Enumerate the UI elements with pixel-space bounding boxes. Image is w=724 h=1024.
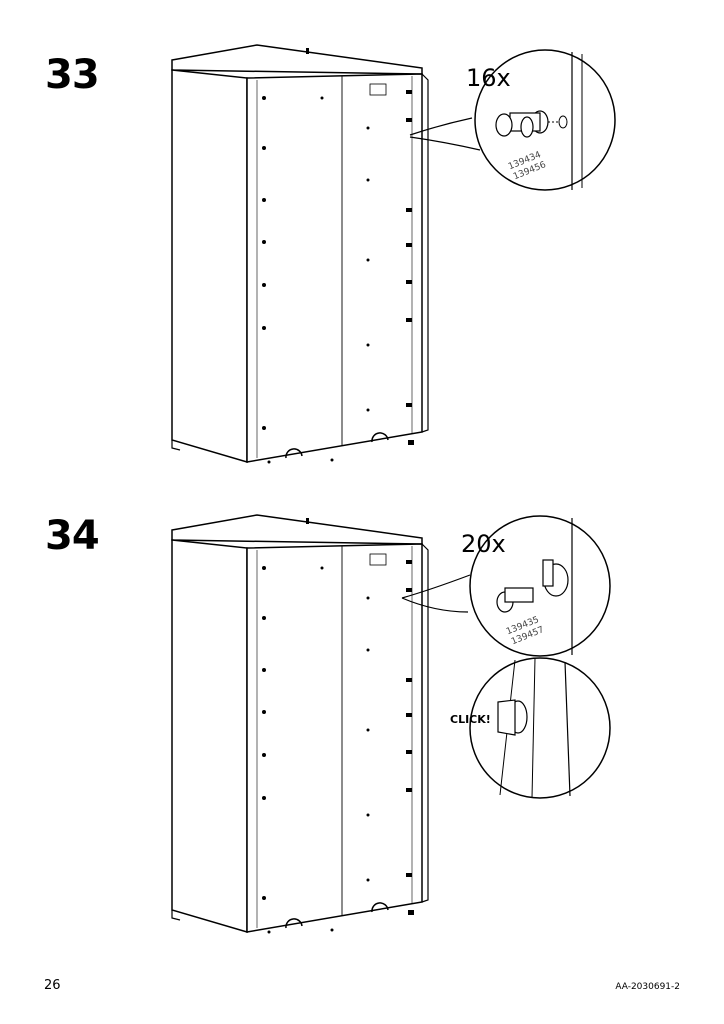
click-callout: CLICK!: [450, 713, 491, 726]
step-33-zoom-callout: [409, 49, 616, 191]
document-code: AA-2030691-2: [615, 982, 680, 992]
page-number: 26: [44, 978, 61, 993]
quantity-label: 20x: [461, 530, 506, 558]
quantity-label: 16x: [466, 64, 511, 92]
step-number: 34: [45, 513, 100, 559]
step-number: 33: [45, 52, 100, 98]
step-34-zoom-callout: [401, 515, 611, 799]
